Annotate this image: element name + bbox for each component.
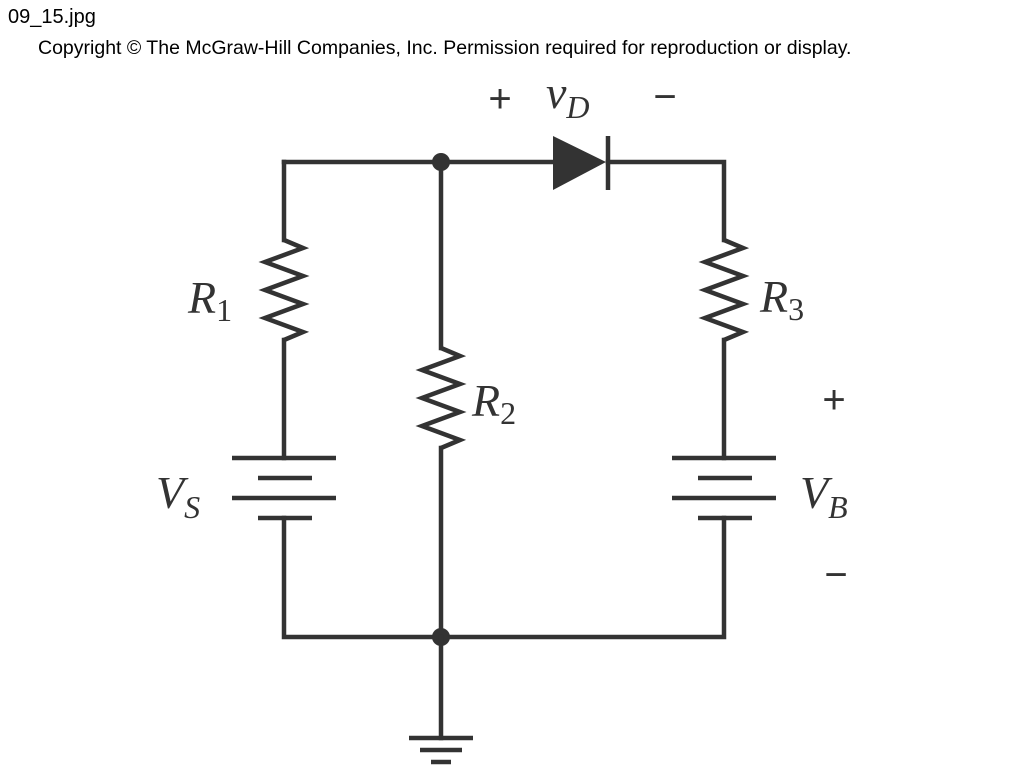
copyright-notice: Copyright © The McGraw-Hill Companies, I… xyxy=(38,37,852,59)
diode xyxy=(553,136,611,190)
label-vs: VS xyxy=(156,467,200,525)
wire-right-lower xyxy=(438,515,727,640)
resistor-r3 xyxy=(698,237,750,343)
vb-plus-sign: + xyxy=(822,378,845,422)
wire-left-lower xyxy=(281,515,444,640)
battery-vs xyxy=(232,455,336,521)
vb-minus-sign: − xyxy=(824,553,847,597)
resistor-r2 xyxy=(415,345,467,451)
ground-symbol xyxy=(409,735,473,765)
label-r3: R3 xyxy=(759,271,804,327)
label-r1: R1 xyxy=(187,272,232,328)
file-name: 09_15.jpg xyxy=(8,6,96,28)
label-r2: R2 xyxy=(471,375,516,431)
vd-plus-sign: + xyxy=(488,77,511,121)
wire-top-right-b xyxy=(605,159,727,243)
battery-vb xyxy=(672,455,776,521)
resistor-r1 xyxy=(258,237,310,343)
label-vd: vD xyxy=(546,67,590,125)
vd-minus-sign: − xyxy=(653,75,676,119)
node-top xyxy=(432,153,450,171)
label-vb: VB xyxy=(800,467,848,525)
